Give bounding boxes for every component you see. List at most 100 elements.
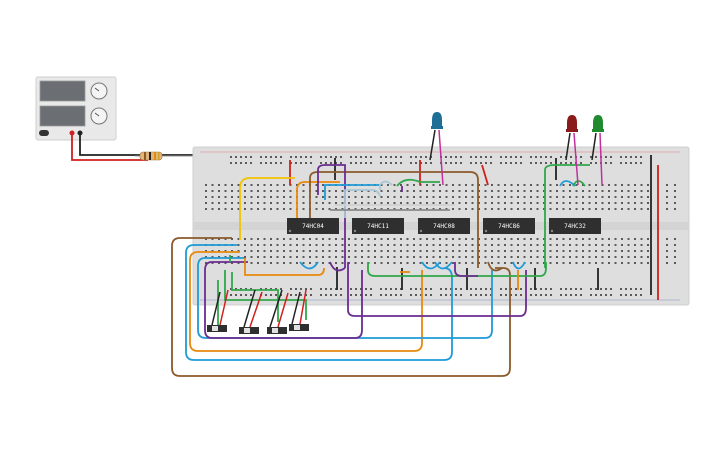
breadboard-hole[interactable] (390, 156, 392, 158)
breadboard-hole[interactable] (406, 256, 409, 258)
breadboard-hole[interactable] (610, 294, 612, 296)
breadboard-hole[interactable] (560, 294, 562, 296)
breadboard-hole[interactable] (445, 184, 448, 186)
breadboard-hole[interactable] (341, 256, 344, 258)
breadboard-hole[interactable] (530, 196, 532, 198)
breadboard-hole[interactable] (569, 244, 571, 246)
breadboard-hole[interactable] (560, 162, 562, 164)
breadboard-hole[interactable] (625, 294, 627, 296)
breadboard-hole[interactable] (380, 238, 383, 240)
breadboard-hole[interactable] (393, 238, 396, 240)
breadboard-hole[interactable] (634, 244, 636, 246)
breadboard-hole[interactable] (601, 238, 604, 240)
breadboard-hole[interactable] (520, 162, 522, 164)
breadboard-hole[interactable] (335, 294, 337, 296)
breadboard-hole[interactable] (452, 208, 454, 210)
breadboard-hole[interactable] (367, 244, 370, 246)
breadboard-hole[interactable] (504, 244, 506, 246)
breadboard-hole[interactable] (296, 184, 298, 186)
breadboard-hole[interactable] (478, 238, 480, 240)
breadboard-hole[interactable] (647, 250, 649, 252)
breadboard-hole[interactable] (484, 250, 487, 252)
breadboard-hole[interactable] (575, 288, 577, 290)
breadboard-hole[interactable] (270, 162, 272, 164)
breadboard-hole[interactable] (224, 190, 227, 192)
breadboard-hole[interactable] (250, 184, 253, 186)
breadboard-hole[interactable] (627, 196, 630, 198)
breadboard-hole[interactable] (480, 156, 482, 158)
breadboard-hole[interactable] (484, 244, 487, 246)
breadboard-hole[interactable] (322, 208, 324, 210)
breadboard-hole[interactable] (621, 184, 623, 186)
breadboard-hole[interactable] (250, 190, 253, 192)
breadboard-hole[interactable] (290, 294, 292, 296)
breadboard-hole[interactable] (517, 184, 519, 186)
breadboard-hole[interactable] (205, 238, 207, 240)
breadboard-hole[interactable] (406, 208, 409, 210)
breadboard-hole[interactable] (425, 294, 427, 296)
breadboard-hole[interactable] (325, 288, 327, 290)
breadboard-hole[interactable] (300, 156, 302, 158)
breadboard-hole[interactable] (237, 250, 240, 252)
breadboard-hole[interactable] (365, 294, 367, 296)
breadboard-hole[interactable] (218, 196, 220, 198)
breadboard-hole[interactable] (460, 288, 462, 290)
breadboard-hole[interactable] (419, 262, 422, 264)
breadboard-hole[interactable] (497, 256, 500, 258)
breadboard-hole[interactable] (530, 294, 532, 296)
breadboard-hole[interactable] (320, 162, 322, 164)
breadboard-hole[interactable] (504, 184, 506, 186)
breadboard-hole[interactable] (504, 238, 506, 240)
breadboard-hole[interactable] (452, 190, 454, 192)
breadboard-hole[interactable] (395, 294, 397, 296)
breadboard-hole[interactable] (270, 184, 272, 186)
negative-terminal[interactable] (77, 130, 83, 136)
breadboard-hole[interactable] (455, 294, 457, 296)
breadboard-hole[interactable] (560, 288, 562, 290)
breadboard-hole[interactable] (666, 202, 668, 204)
breadboard-hole[interactable] (387, 196, 389, 198)
breadboard-hole[interactable] (536, 202, 539, 204)
breadboard-hole[interactable] (231, 208, 233, 210)
breadboard-hole[interactable] (263, 238, 266, 240)
breadboard-hole[interactable] (276, 202, 279, 204)
breadboard-hole[interactable] (328, 244, 331, 246)
breadboard-hole[interactable] (510, 196, 513, 198)
breadboard-hole[interactable] (395, 162, 397, 164)
breadboard-hole[interactable] (450, 156, 452, 158)
breadboard-hole[interactable] (406, 184, 409, 186)
breadboard-hole[interactable] (595, 244, 597, 246)
breadboard-hole[interactable] (406, 262, 409, 264)
breadboard-hole[interactable] (562, 244, 565, 246)
breadboard-hole[interactable] (627, 238, 630, 240)
breadboard-hole[interactable] (536, 262, 539, 264)
breadboard-hole[interactable] (582, 202, 584, 204)
breadboard-hole[interactable] (545, 156, 547, 158)
breadboard-hole[interactable] (590, 294, 592, 296)
breadboard-hole[interactable] (465, 184, 467, 186)
breadboard-hole[interactable] (520, 294, 522, 296)
breadboard-hole[interactable] (354, 190, 357, 192)
breadboard-hole[interactable] (543, 250, 545, 252)
breadboard-hole[interactable] (634, 190, 636, 192)
breadboard-hole[interactable] (647, 244, 649, 246)
breadboard-hole[interactable] (355, 294, 357, 296)
breadboard-hole[interactable] (335, 202, 337, 204)
breadboard-hole[interactable] (595, 288, 597, 290)
breadboard-hole[interactable] (458, 184, 461, 186)
breadboard-hole[interactable] (634, 196, 636, 198)
breadboard-hole[interactable] (341, 262, 344, 264)
breadboard-hole[interactable] (588, 250, 591, 252)
breadboard-hole[interactable] (517, 256, 519, 258)
breadboard-hole[interactable] (595, 196, 597, 198)
breadboard-hole[interactable] (426, 262, 428, 264)
breadboard-hole[interactable] (452, 256, 454, 258)
breadboard-hole[interactable] (504, 208, 506, 210)
breadboard-hole[interactable] (610, 288, 612, 290)
breadboard-hole[interactable] (575, 250, 578, 252)
breadboard-hole[interactable] (497, 250, 500, 252)
breadboard-hole[interactable] (413, 250, 415, 252)
breadboard-hole[interactable] (341, 244, 344, 246)
breadboard-hole[interactable] (575, 238, 578, 240)
breadboard-hole[interactable] (335, 208, 337, 210)
